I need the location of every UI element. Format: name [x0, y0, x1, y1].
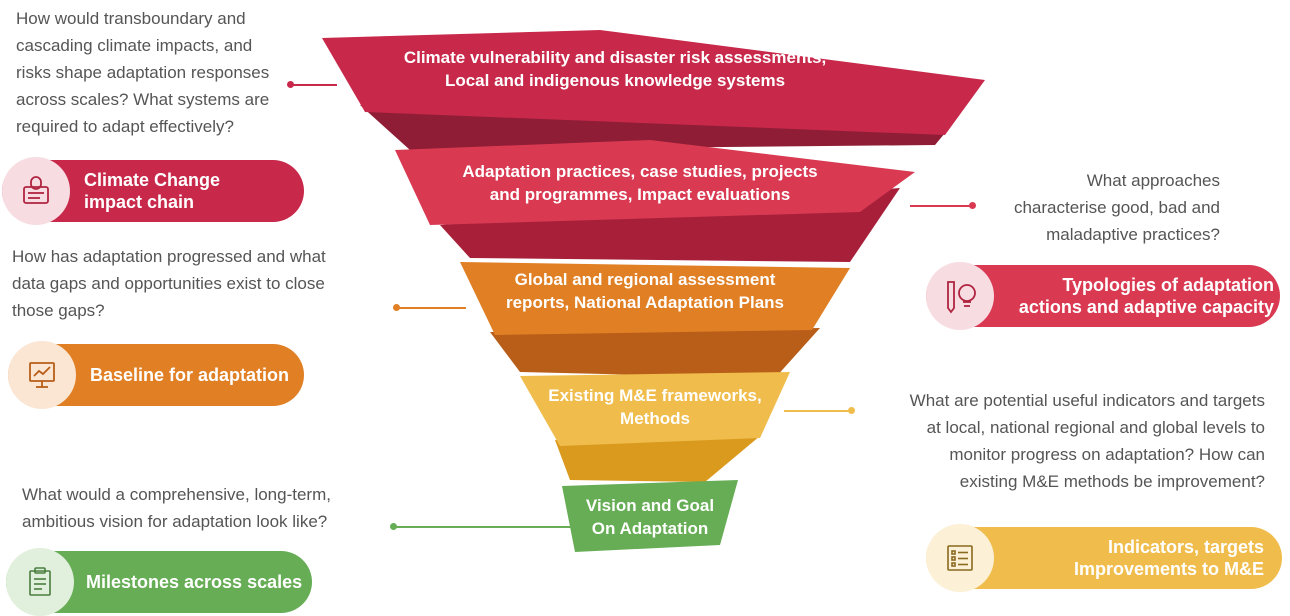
connector-dot-2	[969, 202, 976, 209]
funnel-label-4: Existing M&E frameworks, Methods	[548, 386, 762, 428]
pencil-lightbulb-icon	[926, 262, 994, 330]
connector-line-3	[398, 307, 466, 309]
funnel-twist-4	[555, 436, 760, 482]
funnel-label-1: Climate vulnerability and disaster risk …	[403, 48, 827, 90]
funnel-band-2	[395, 140, 915, 225]
question-approaches: What approaches characterise good, bad a…	[1013, 171, 1220, 244]
funnel-band-5	[562, 480, 738, 552]
question-progress: How has adaptation progressed and what d…	[12, 247, 326, 320]
connector-dot-1	[287, 81, 294, 88]
pill-baseline: Baseline for adaptation	[8, 341, 304, 409]
connector-line-1	[292, 84, 337, 86]
funnel-label-2: Adaptation practices, case studies, proj…	[462, 162, 818, 204]
funnel-label-5: Vision and Goal On Adaptation	[585, 496, 715, 538]
funnel-twist-3	[490, 328, 820, 378]
connector-dot-4	[848, 407, 855, 414]
funnel-band-3	[460, 262, 850, 335]
pill-label: Climate Change impact chain	[84, 170, 221, 212]
connector-line-4	[784, 410, 852, 412]
pill-milestones: Milestones across scales	[6, 548, 312, 616]
pill-typologies: Typologies of adaptation actions and ada…	[926, 262, 1280, 330]
pill-label: Indicators, targets Improvements to M&E	[1073, 537, 1264, 579]
connector-line-5	[395, 526, 580, 528]
question-vision: What would a comprehensive, long-term, a…	[22, 485, 331, 531]
connector-dot-5	[390, 523, 397, 530]
funnel-band-4	[520, 372, 790, 446]
checklist-icon	[926, 524, 994, 592]
question-impacts: How would transboundary and cascading cl…	[16, 9, 270, 136]
lock-document-icon	[2, 157, 70, 225]
pill-label: Baseline for adaptation	[90, 365, 290, 385]
monitor-chart-icon	[8, 341, 76, 409]
question-indicators: What are potential useful indicators and…	[909, 391, 1265, 491]
funnel-label-3: Global and regional assessment reports, …	[505, 270, 785, 312]
pill-label: Milestones across scales	[86, 572, 303, 592]
connector-dot-3	[393, 304, 400, 311]
pill-label: Typologies of adaptation actions and ada…	[1018, 275, 1274, 317]
pill-indicators: Indicators, targets Improvements to M&E	[926, 524, 1282, 592]
pill-climate-change-impact-chain: Climate Change impact chain	[2, 157, 304, 225]
funnel-band-1	[322, 30, 985, 135]
clipboard-icon	[6, 548, 74, 616]
connector-line-2	[910, 205, 972, 207]
